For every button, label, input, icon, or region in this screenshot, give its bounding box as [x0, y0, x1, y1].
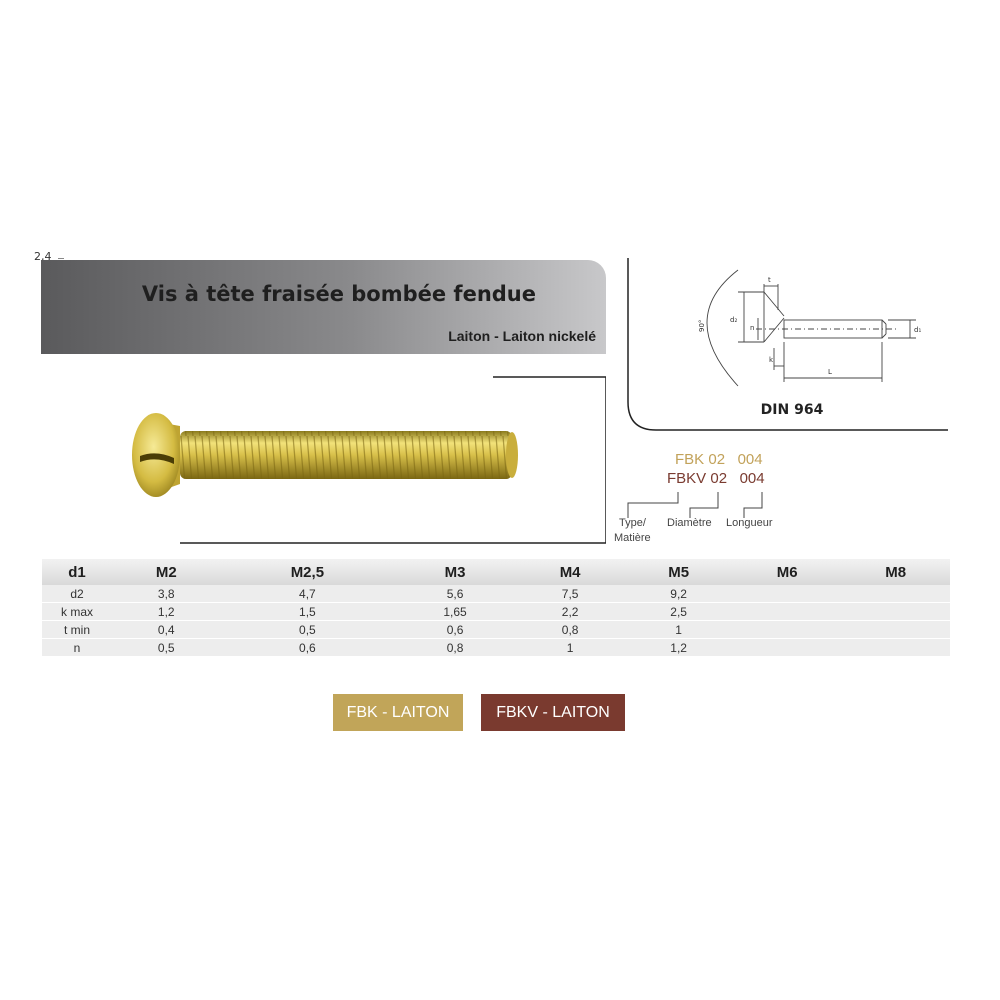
legend-fbkv-laiton: FBKV - LAITON — [481, 694, 625, 731]
technical-drawing: 90° t d₂ n k L d₁ — [627, 258, 948, 431]
table-cell: 1 — [624, 620, 733, 639]
diagram-d2-label: d₂ — [730, 316, 737, 324]
legend-fbk-laiton: FBK - LAITON — [333, 694, 463, 731]
table-cell: d2 — [42, 585, 112, 603]
order-code-fbkv: FBKV 02 004 — [667, 470, 765, 487]
table-cell: 2,2 — [515, 602, 625, 621]
table-cell: 0,5 — [112, 638, 221, 657]
code-bracket-lines — [627, 492, 763, 518]
diagram-t-label: t — [768, 276, 771, 284]
table-cell: 1,2 — [112, 602, 221, 621]
table-row: d2 3,8 4,7 5,6 7,5 9,2 — [42, 585, 950, 603]
code-label-matiere: Matière — [614, 532, 651, 544]
table-cell — [841, 585, 950, 603]
code-label-longueur: Longueur — [726, 517, 773, 529]
table-row: k max 1,2 1,5 1,65 2,2 2,5 — [42, 602, 950, 621]
table-cell: 0,5 — [220, 620, 395, 639]
code-type-fbkv: FBKV — [667, 470, 707, 487]
table-cell — [841, 620, 950, 639]
table-cell: 0,6 — [220, 638, 395, 657]
table-header-cell: M2,5 — [220, 559, 395, 585]
table-cell — [732, 585, 842, 603]
table-header-cell: M6 — [732, 559, 842, 585]
table-cell — [841, 602, 950, 621]
table-cell: 1,65 — [394, 602, 516, 621]
table-cell: 9,2 — [624, 585, 733, 603]
product-photo-frame — [132, 376, 606, 544]
product-material: Laiton - Laiton nickelé — [448, 328, 596, 344]
code-diameter-fbk: 02 — [708, 451, 726, 468]
diagram-n-label: n — [750, 324, 754, 332]
table-header-cell: M8 — [841, 559, 950, 585]
diagram-d1-label: d₁ — [914, 326, 921, 334]
code-label-type: Type/ — [619, 517, 646, 529]
code-label-diametre: Diamètre — [667, 517, 712, 529]
table-cell: 0,4 — [112, 620, 221, 639]
screw-illustration — [132, 413, 518, 497]
table-header-cell: M3 — [394, 559, 516, 585]
table-cell: 3,8 — [112, 585, 221, 603]
diagram-k-label: k — [769, 356, 774, 364]
table-cell: 0,6 — [394, 620, 516, 639]
table-header-cell: M5 — [624, 559, 733, 585]
title-banner: Vis à tête fraisée bombée fendue Laiton … — [41, 260, 606, 354]
diagram-angle-label: 90° — [698, 320, 706, 332]
table-row: t min 0,4 0,5 0,6 0,8 1 — [42, 620, 950, 639]
table-cell: 0,8 — [394, 638, 516, 657]
table-cell: 5,6 — [394, 585, 516, 603]
code-diameter-fbkv: 02 — [710, 470, 728, 487]
standard-caption: DIN 964 — [760, 402, 824, 418]
table-header-cell: d1 — [42, 559, 112, 585]
product-title: Vis à tête fraisée bombée fendue — [141, 282, 536, 306]
table-cell: t min — [42, 620, 112, 639]
order-code-fbk: FBK 02 004 — [675, 451, 763, 468]
table-cell: 1 — [515, 638, 625, 657]
table-cell — [841, 638, 950, 657]
table-row: n 0,5 0,6 0,8 1 1,2 — [42, 638, 950, 657]
diagram-length-label: L — [828, 368, 832, 376]
table-cell: n — [42, 638, 112, 657]
table-cell — [732, 602, 842, 621]
section-number: 2,4 — [34, 250, 52, 263]
dimension-table: d1 M2 M2,5 M3 M4 M5 M6 M8 d2 3,8 4,7 5,6… — [42, 559, 950, 657]
table-cell — [732, 638, 842, 657]
table-header-row: d1 M2 M2,5 M3 M4 M5 M6 M8 — [42, 559, 950, 585]
table-cell: 0,8 — [515, 620, 625, 639]
table-header-cell: M4 — [515, 559, 625, 585]
section-number-line — [58, 258, 64, 259]
table-cell: 4,7 — [220, 585, 395, 603]
table-cell — [732, 620, 842, 639]
code-length-fbkv: 004 — [739, 470, 765, 487]
table-header-cell: M2 — [112, 559, 221, 585]
table-cell: 7,5 — [515, 585, 625, 603]
table-cell: 1,2 — [624, 638, 733, 657]
table-cell: 1,5 — [220, 602, 395, 621]
table-cell: k max — [42, 602, 112, 621]
code-type-fbk: FBK — [675, 451, 705, 468]
code-length-fbk: 004 — [737, 451, 763, 468]
table-cell: 2,5 — [624, 602, 733, 621]
